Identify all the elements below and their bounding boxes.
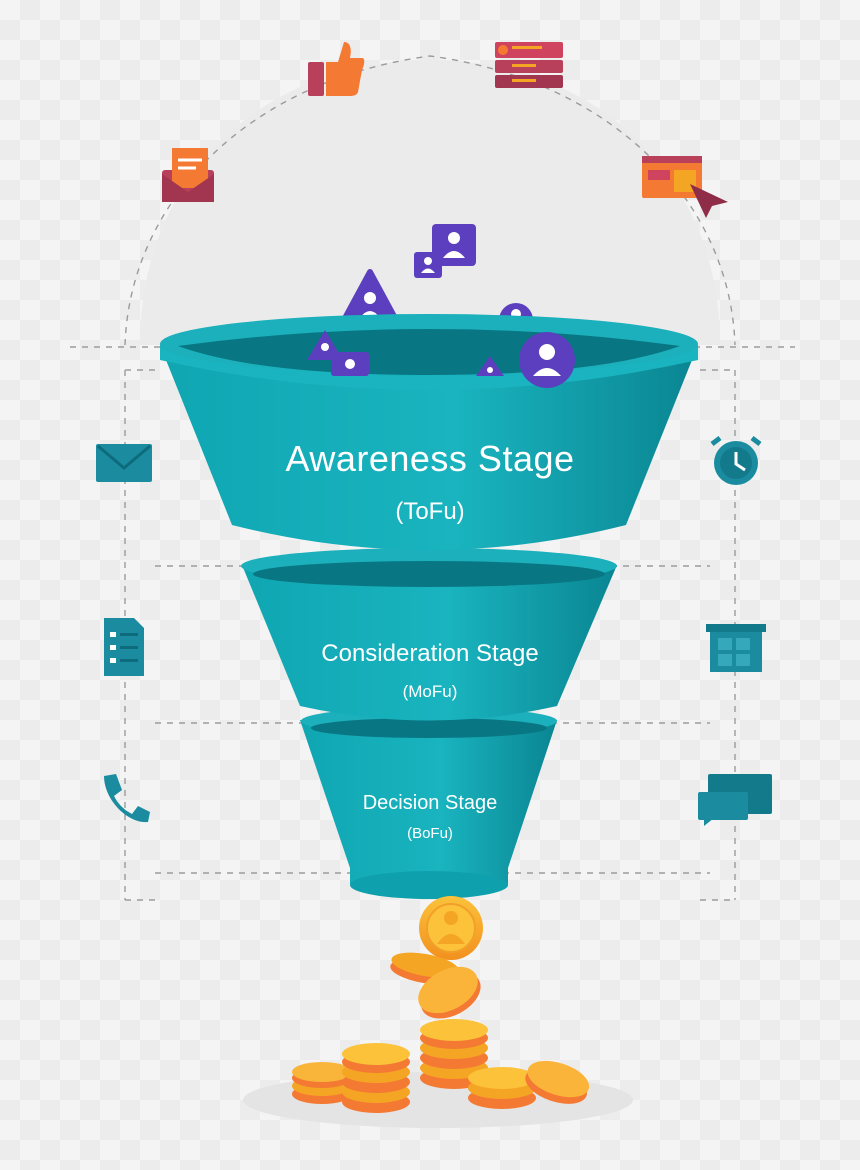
chat-icon [698,774,772,826]
phone-icon [104,774,150,823]
web-click-icon [642,156,728,218]
background-dome [140,60,720,345]
stage-title-awareness: Awareness Stage [285,438,575,479]
coins-icon [292,952,590,1113]
mail-icon [96,444,152,482]
alarm-clock-icon [710,436,762,485]
stage-title-decision: Decision Stage [362,792,498,814]
persona-icons-front [307,330,575,388]
email-open-icon [162,148,214,202]
persona-square-icon [414,252,442,278]
checklist-icon [104,618,144,676]
stage-subtitle-awareness: (ToFu) [395,498,465,525]
reviews-icon [495,42,563,88]
funnel-tier-consideration [241,548,617,721]
thumbs-up-icon [308,42,365,96]
stage-subtitle-decision: (BoFu) [407,825,453,842]
calendar-icon [706,624,766,672]
customer-coin-icon [419,896,483,960]
stage-subtitle-consideration: (MoFu) [402,682,458,701]
stage-title-consideration: Consideration Stage [321,640,539,667]
persona-square-icon [432,224,476,266]
